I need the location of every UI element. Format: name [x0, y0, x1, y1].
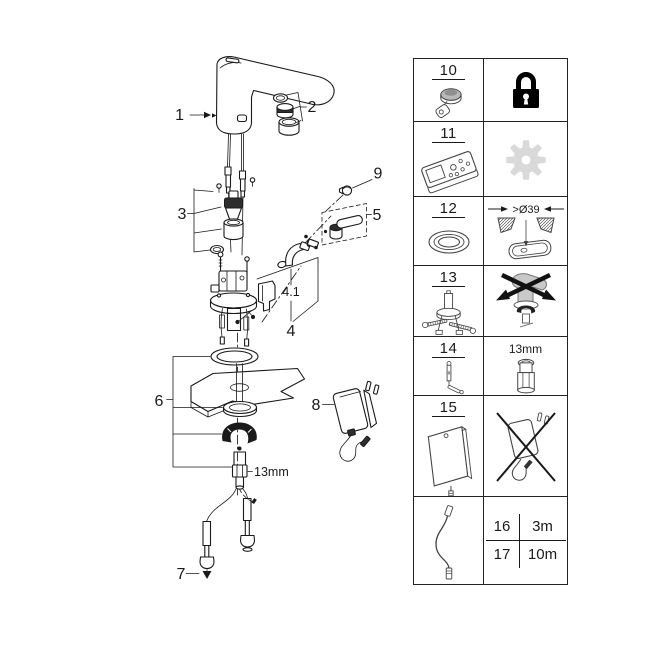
- extension-cable-icon: [434, 504, 453, 579]
- elbow-hose: 4.1: [277, 234, 319, 322]
- part-6-label: 6: [155, 393, 164, 410]
- screw-cap-with-key-icon: [434, 88, 462, 119]
- table-cell-part-10: 10: [414, 59, 484, 122]
- solenoid-valve-parts: 3: [178, 188, 244, 255]
- table-cell-part-11: 11: [414, 122, 484, 197]
- table-cell-hole-dimension: >Ø39: [484, 197, 567, 266]
- table-cell-socket-adapter: 13mm: [484, 337, 567, 396]
- accessories-table: 10 11: [413, 58, 568, 585]
- mounting-prohibited-icon: [495, 272, 556, 328]
- mounting-kit-icon: [421, 290, 476, 336]
- countertop-section: [190, 367, 306, 413]
- table-cell-locked: [484, 59, 567, 122]
- part-9-label: 9: [374, 166, 383, 183]
- cable-length-3m: 3m: [519, 514, 566, 541]
- mounting-kit-group: 6 13mm: [155, 347, 306, 490]
- supply-hoses: [199, 488, 257, 570]
- table-cell-part-15: 15: [414, 396, 484, 497]
- part-2-label: 2: [308, 99, 317, 116]
- extension-pin-icon: [445, 361, 464, 395]
- aerator-parts: 2: [272, 92, 317, 136]
- cable-part-number-16: 16: [485, 513, 520, 541]
- socket-adapter-icon: [516, 358, 535, 394]
- socket-size-label: 13mm: [508, 342, 543, 356]
- part-7-label: 7: [177, 566, 186, 583]
- power-supply-adapter: 8: [312, 380, 380, 462]
- part-number-12: 12: [431, 200, 466, 219]
- padlock-icon: [512, 72, 539, 108]
- table-cell-part-12: 12: [414, 197, 484, 266]
- part-number-15: 15: [431, 399, 466, 418]
- cable-part-number-17: 17: [486, 540, 520, 568]
- table-cell-part-14: 14: [414, 337, 484, 396]
- horseshoe-clamp: [222, 422, 257, 444]
- part-number-13: 13: [431, 269, 466, 288]
- hole-dimension-icon: >Ø39: [487, 204, 564, 260]
- part-number-11: 11: [432, 125, 465, 144]
- table-cell-plug-prohibited: [484, 396, 567, 497]
- plug-screw: 9: [338, 166, 383, 196]
- part-1-label: 1: [175, 107, 184, 124]
- table-cell-extension-cable: [414, 497, 484, 584]
- part-8-label: 8: [312, 397, 321, 414]
- mixing-unit-bracket: 4: [256, 257, 319, 340]
- filter-cone-part-7: 7: [177, 566, 212, 583]
- plug-adapter-prohibited-icon: [495, 412, 556, 482]
- label-part-1: 1: [175, 107, 217, 124]
- spout-outlet-slot: [225, 57, 240, 64]
- cable-length-table: 16 3m 17 10m: [485, 513, 566, 568]
- part-5-label: 5: [373, 207, 382, 224]
- part-4-1-label: 4.1: [282, 285, 299, 299]
- remote-control-icon: [420, 151, 479, 194]
- part-number-14: 14: [431, 340, 466, 359]
- lever-handle-option: 5: [321, 203, 382, 246]
- retaining-clip: [235, 280, 276, 325]
- table-cell-mounting-prohibited: [484, 266, 567, 337]
- part-number-10: 10: [431, 62, 466, 81]
- part-3-label: 3: [178, 206, 187, 223]
- table-cell-settings: [484, 122, 567, 197]
- o-ring-icon: [427, 230, 470, 254]
- table-cell-part-13: 13: [414, 266, 484, 337]
- power-supply-box-icon: [426, 426, 472, 496]
- hole-diameter-label: >Ø39: [512, 204, 539, 216]
- gear-icon: [505, 140, 546, 180]
- valve-body: [209, 251, 258, 347]
- sensor-window: [236, 114, 248, 123]
- part-4-label: 4: [287, 323, 296, 340]
- table-cell-cable-lengths: 16 3m 17 10m: [484, 497, 567, 584]
- center-lines: [237, 194, 344, 499]
- wrench-size-label: 13mm: [254, 465, 289, 479]
- cable-length-10m: 10m: [527, 545, 558, 563]
